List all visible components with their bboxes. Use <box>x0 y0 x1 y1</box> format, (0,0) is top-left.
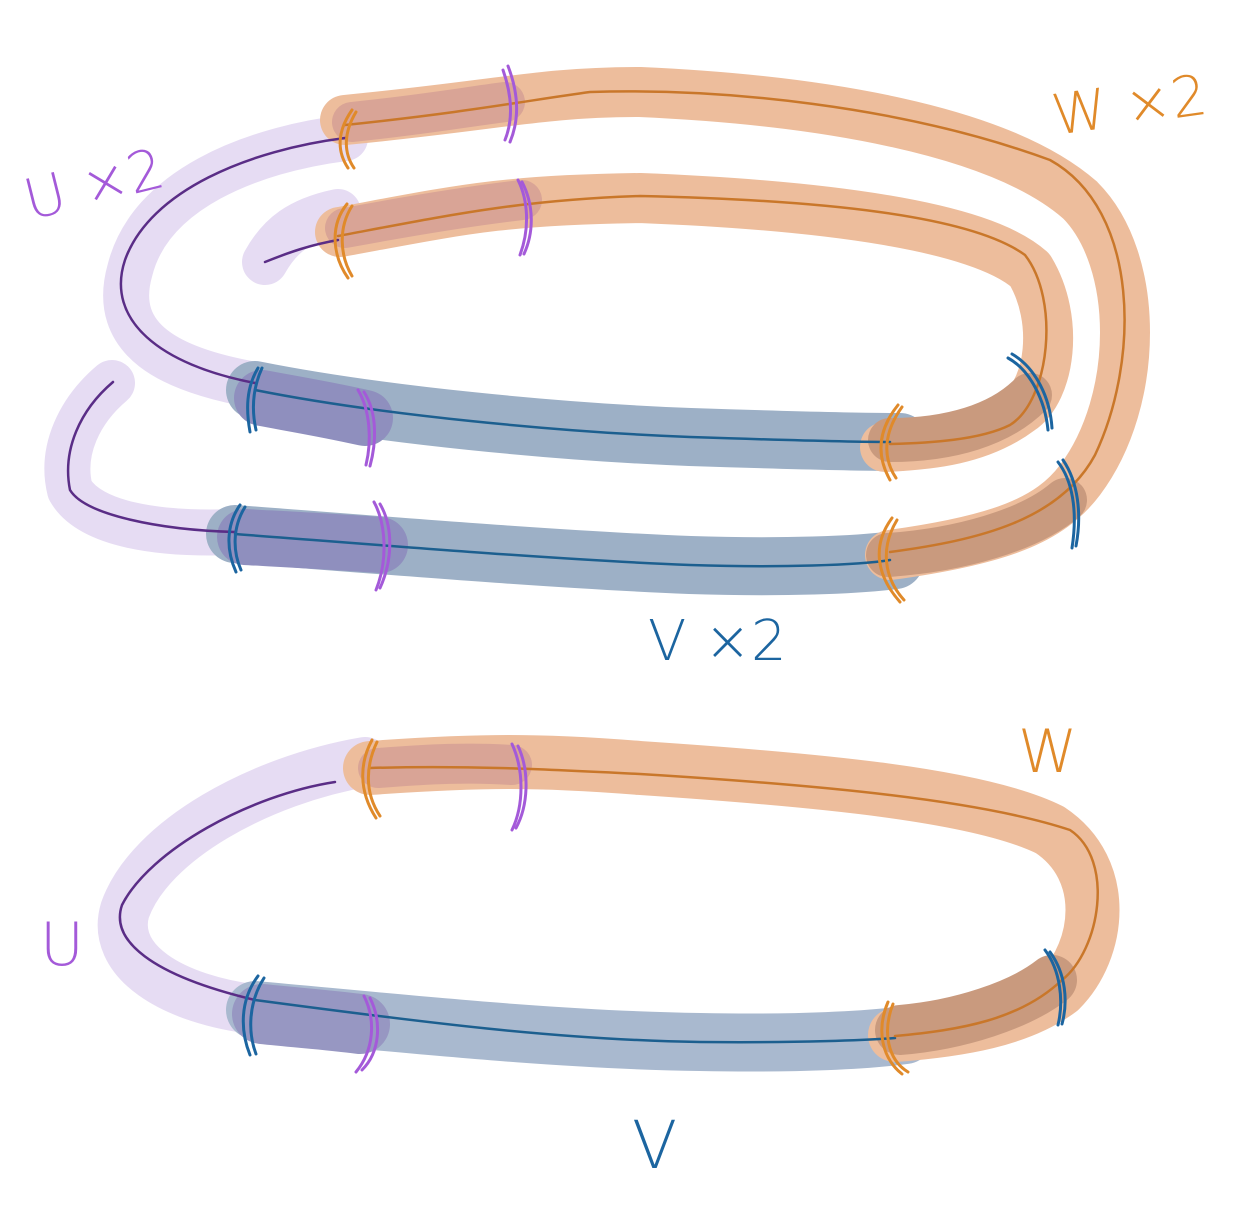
label-w-double: W ×2 <box>1048 63 1211 149</box>
base-circle <box>97 735 1120 1076</box>
label-v-double: V ×2 <box>648 609 787 674</box>
overlap-v-w <box>866 373 1087 577</box>
u-cover-curve <box>66 136 347 534</box>
label-u: U <box>40 910 84 980</box>
w-boundary-marks <box>333 108 906 604</box>
w-curve <box>368 765 1099 1038</box>
label-w: W <box>1018 717 1077 787</box>
u-boundary-marks-base <box>354 742 528 1074</box>
u-boundary-marks <box>356 64 533 592</box>
w-cover-band <box>315 67 1150 580</box>
u-curve <box>118 780 337 1002</box>
overlap-u-v <box>217 370 408 573</box>
v-boundary-marks-base <box>241 948 1067 1057</box>
overlap-u-v-base <box>232 984 390 1054</box>
overlap-u-w <box>325 82 542 248</box>
overlap-v-w-base <box>875 955 1077 1055</box>
v-curve <box>253 998 897 1044</box>
v-boundary-marks <box>227 352 1081 574</box>
label-v: V <box>632 1107 677 1184</box>
double-cover <box>44 64 1150 604</box>
w-cover-curve <box>336 90 1126 554</box>
w-boundary-marks-base <box>361 738 910 1076</box>
u-band <box>97 737 390 1047</box>
